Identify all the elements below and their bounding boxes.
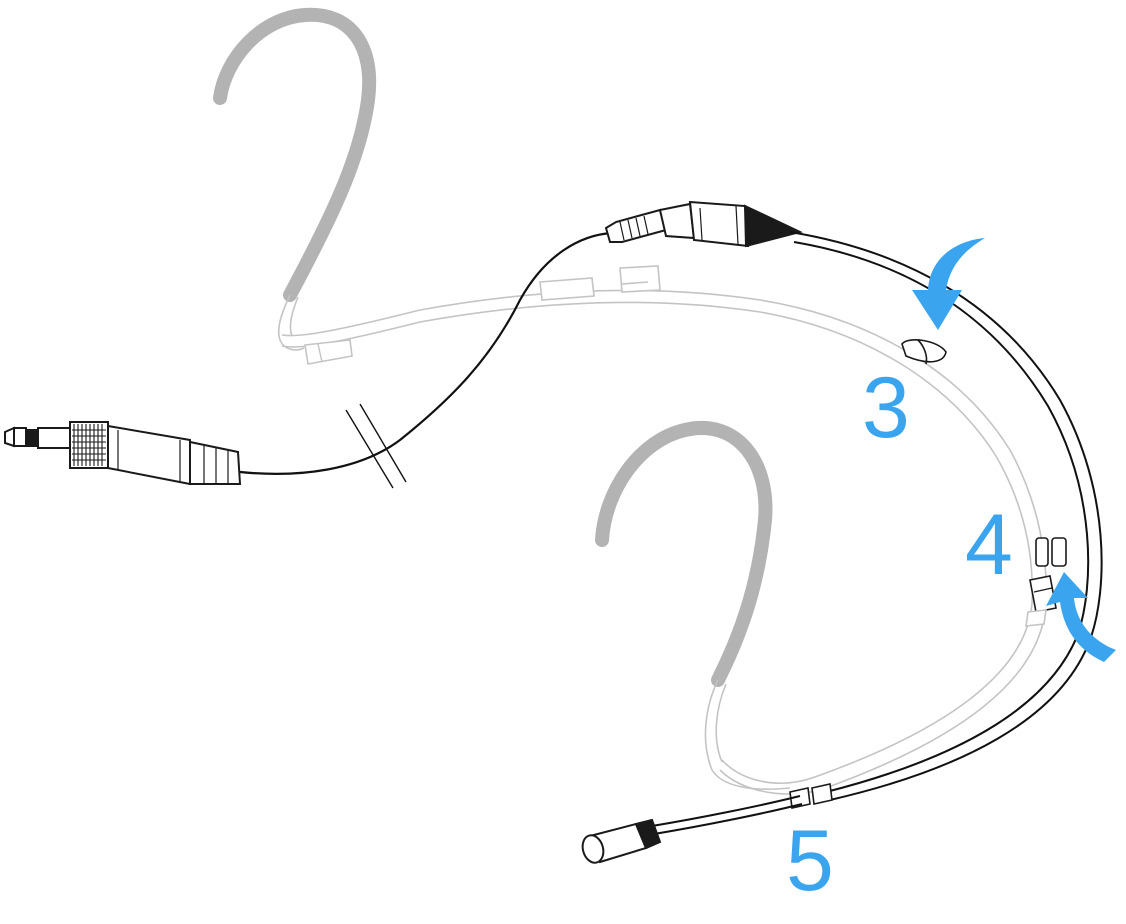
right-earhook: [595, 421, 791, 790]
headband-frame: [281, 289, 1048, 795]
cable-break-icon: [345, 403, 407, 489]
step-number-5: 5: [786, 813, 834, 909]
frame-clip: [1025, 609, 1047, 627]
step-number-3: 3: [862, 360, 910, 456]
boom-arm: [651, 795, 803, 835]
cable: [239, 231, 613, 475]
step-number-4: 4: [965, 497, 1013, 593]
microphone-capsule-icon: [581, 818, 662, 864]
curved-arrow-icon: [912, 238, 985, 330]
curved-arrow-icon: [1046, 572, 1116, 662]
jack-plug-icon: [4, 421, 242, 486]
frame-sleeve: [539, 265, 661, 301]
outer-cable: [789, 231, 1103, 801]
clip-3: [901, 339, 947, 365]
connector: [604, 200, 803, 248]
clip-5: [789, 783, 833, 809]
left-earhook: [213, 7, 377, 365]
